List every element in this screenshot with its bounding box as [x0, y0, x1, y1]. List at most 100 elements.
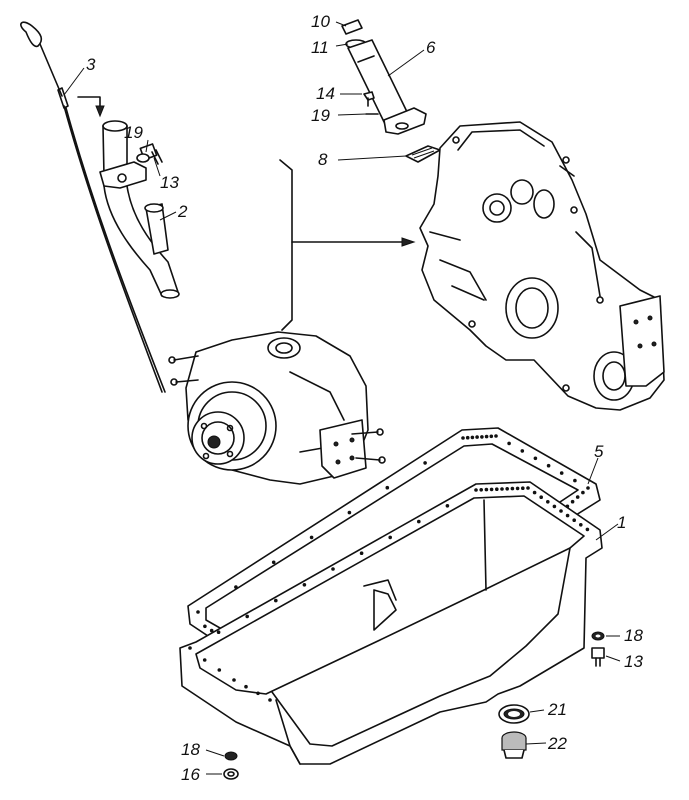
washer-18-left — [224, 751, 238, 761]
bolt-hole — [271, 560, 276, 565]
bolt-hole — [347, 510, 352, 515]
bolt-hole — [302, 583, 307, 587]
bolt-14 — [363, 91, 375, 107]
bolt-hole — [388, 535, 393, 540]
bolt-hole — [244, 684, 248, 689]
bolt-hole — [475, 435, 479, 439]
bolt-hole — [546, 463, 551, 468]
callout-10: 10 — [311, 12, 330, 31]
bolt-hole — [526, 486, 530, 490]
bolt-hole — [331, 567, 335, 571]
bolt-hole — [417, 519, 421, 524]
bolt-hole — [245, 614, 249, 619]
bolt-hole — [484, 487, 489, 492]
drain-plug-22 — [501, 731, 527, 759]
bolt-hole — [546, 500, 550, 504]
accessory-drive-housing — [168, 331, 386, 485]
bolt-hole — [521, 486, 525, 491]
bolt-hole — [579, 523, 583, 527]
bolt-hole — [515, 486, 520, 491]
gear-housing — [419, 121, 665, 411]
bolt-hole — [480, 435, 484, 439]
callout-6: 6 — [426, 38, 436, 57]
callout-11: 11 — [311, 38, 329, 57]
seal-ring-21 — [498, 704, 530, 724]
bolt-hole — [581, 490, 585, 495]
bolt-hole — [423, 461, 427, 465]
callout-13-upper: 13 — [160, 173, 179, 192]
bolt-hole — [217, 668, 222, 672]
callout-18-left: 18 — [181, 740, 200, 759]
bolt-hole — [202, 658, 207, 662]
callout-8: 8 — [318, 150, 328, 169]
bolt-hole — [494, 434, 498, 438]
bolt-hole — [465, 435, 470, 440]
callout-18-right: 18 — [624, 626, 643, 645]
bolt-hole — [570, 499, 575, 504]
bolt-hole — [586, 486, 590, 490]
leader-lines — [145, 21, 621, 775]
bolt-hole — [274, 598, 278, 603]
dipstick-tube — [99, 120, 180, 299]
bolt-hole — [507, 441, 511, 446]
oil-pan — [179, 481, 603, 765]
bolt-hole — [573, 478, 577, 483]
bolt-hole — [309, 535, 314, 540]
bolt-hole — [559, 509, 563, 513]
bolt-hole — [359, 551, 364, 555]
bolt-hole — [565, 513, 570, 518]
bolt-hole — [209, 628, 214, 633]
bolt-hole — [532, 490, 537, 495]
bolt-hole — [495, 487, 499, 492]
bolt-hole — [552, 504, 557, 509]
arrow-dipstick-to-tube — [77, 96, 105, 118]
bolt-hole — [445, 504, 450, 508]
oil-pan-bolt-holes — [188, 486, 590, 702]
dipstick — [20, 21, 166, 393]
bolt-hole — [559, 471, 564, 475]
filler-tube-6 — [347, 39, 427, 135]
washer-18-right — [591, 631, 605, 641]
bolt-hole — [489, 487, 494, 492]
bolt-13-right — [591, 647, 605, 667]
bolt-hole — [500, 487, 504, 491]
callout-16: 16 — [181, 765, 200, 784]
bolt-hole — [479, 488, 484, 492]
bolt-hole — [203, 624, 207, 629]
callout-1: 1 — [617, 513, 627, 532]
bolt-hole — [539, 495, 543, 500]
callout-3: 3 — [86, 55, 96, 74]
bolt-hole — [216, 630, 221, 634]
callout-19-upper: 19 — [124, 123, 143, 142]
bolt-hole — [520, 449, 525, 453]
bolt-hole — [268, 698, 272, 702]
callout-13-right: 13 — [624, 652, 643, 671]
bolt-hole — [572, 518, 576, 522]
bolt-hole — [385, 485, 390, 490]
bolt-hole — [510, 486, 515, 491]
bolt-hole — [575, 495, 580, 499]
bolt-hole — [232, 678, 236, 682]
bolt-hole — [196, 610, 200, 614]
bolt-hole — [234, 585, 238, 589]
bolt-hole — [505, 487, 510, 491]
gasket-8 — [405, 145, 441, 163]
assembly-arrow — [279, 159, 416, 331]
bolt-hole — [470, 435, 475, 440]
filler-cap-10 — [341, 19, 363, 35]
callout-5: 5 — [594, 442, 604, 461]
bolt-hole — [256, 691, 260, 696]
bolt-hole — [188, 646, 192, 650]
callout-2: 2 — [178, 202, 188, 221]
bolt-hole — [484, 434, 489, 439]
nut-16 — [223, 768, 239, 780]
bolt-hole — [489, 434, 494, 439]
bolt-hole — [474, 488, 478, 492]
washer-19-upper — [136, 153, 150, 163]
callout-22: 22 — [548, 734, 567, 753]
callout-14: 14 — [316, 84, 335, 103]
bolt-hole — [585, 527, 590, 532]
bolt-hole — [461, 436, 465, 440]
